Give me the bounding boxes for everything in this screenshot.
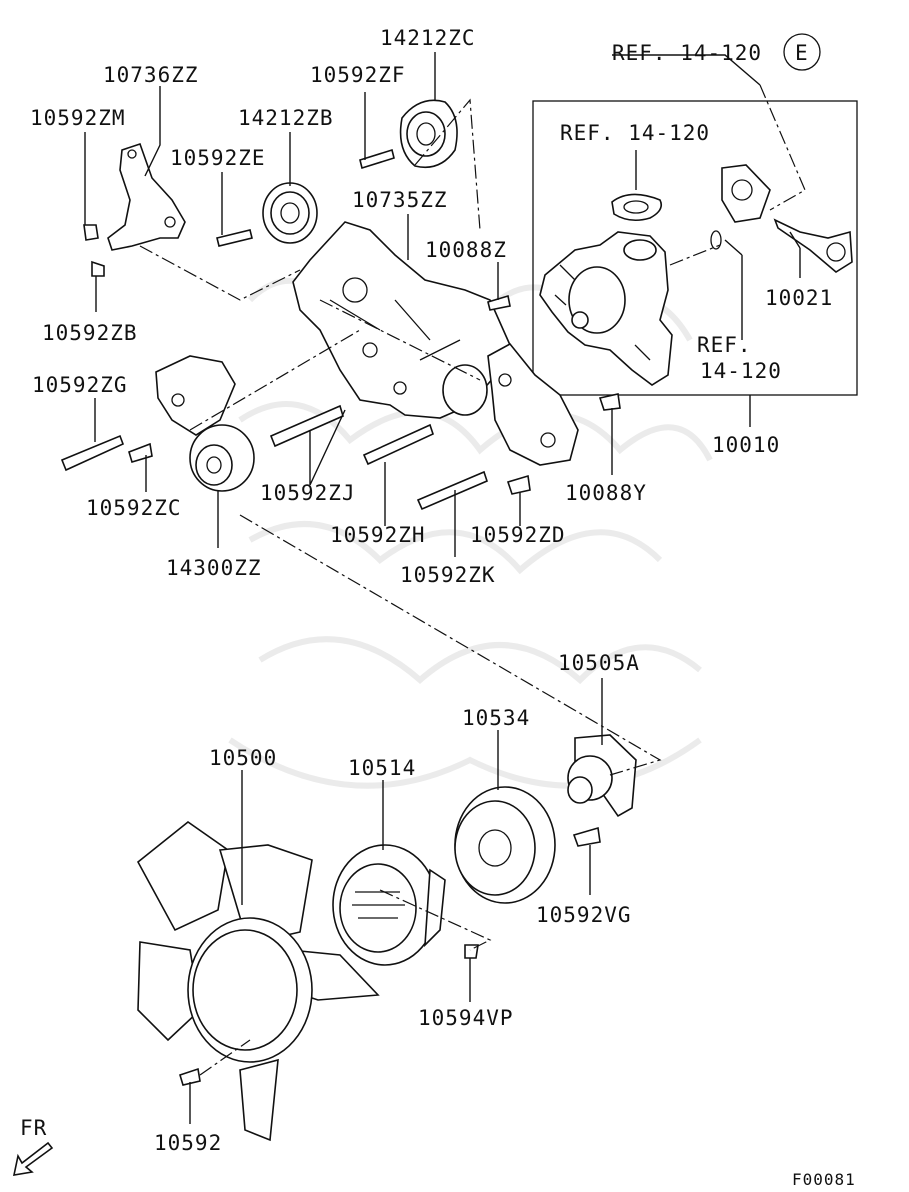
- ref-circle: [783, 33, 821, 71]
- label-14212zb: 14212ZB: [238, 106, 334, 130]
- bolt-10088y: [598, 393, 621, 411]
- bolt-10592zc-small: [128, 442, 153, 463]
- fan-clutch-10514: [332, 844, 446, 966]
- bracket-10736zz: [107, 142, 186, 251]
- bolt-10592ze: [216, 229, 253, 247]
- label-10735zz: 10735ZZ: [352, 188, 448, 212]
- label-10088y: 10088Y: [565, 481, 647, 505]
- pulley-10534: [454, 786, 556, 904]
- label-10592: 10592: [154, 1131, 222, 1155]
- label-14212zc: 14212ZC: [380, 26, 476, 50]
- label-10592zk: 10592ZK: [400, 563, 496, 587]
- bolt-10592zh: [362, 423, 434, 466]
- gasket-upper: [611, 193, 663, 222]
- coupling-housing-10505a: [567, 734, 637, 818]
- label-10592zf: 10592ZF: [310, 63, 406, 87]
- label-14300zz: 14300ZZ: [166, 556, 262, 580]
- fan-10500: [136, 821, 380, 1142]
- bolt-10592zg: [60, 434, 125, 472]
- alignment-lines: [139, 84, 806, 1076]
- label-10592zj: 10592ZJ: [260, 481, 356, 505]
- leader-lines: [84, 52, 801, 1124]
- water-pipe-gasket: [773, 218, 853, 273]
- front-direction-indicator: FR: [12, 1116, 54, 1176]
- label-10021: 10021: [765, 286, 833, 310]
- label-ref-top: REF. 14-120: [612, 41, 762, 65]
- label-10500: 10500: [209, 746, 277, 770]
- label-ref-circle-letter: E: [795, 41, 809, 65]
- label-ref-inner-2-line1: REF.: [697, 333, 752, 357]
- gasket-thermostat: [721, 164, 771, 223]
- label-10514: 10514: [348, 756, 416, 780]
- part-labels: REF. 14-120 E 14212ZC 10736ZZ 10592ZF 10…: [30, 26, 833, 1155]
- nut-10592zm: [83, 224, 99, 241]
- bolt-10592zb: [91, 260, 105, 277]
- label-fr: FR: [20, 1116, 47, 1140]
- label-10592zc: 10592ZC: [86, 496, 182, 520]
- label-10505a: 10505A: [558, 651, 640, 675]
- bolt-10592zj: [269, 404, 344, 448]
- bolt-10592: [179, 1067, 201, 1086]
- label-10592zb: 10592ZB: [42, 321, 138, 345]
- label-10594vp: 10594VP: [418, 1006, 514, 1030]
- front-arrow-icon: [12, 1141, 54, 1176]
- water-pump: [539, 231, 673, 386]
- idler-pulley-14212zb: [262, 182, 318, 244]
- label-10534: 10534: [462, 706, 530, 730]
- bracket-rear: [487, 342, 579, 466]
- tensioner-pulley-14300zz: [189, 424, 255, 492]
- label-10592zh: 10592ZH: [330, 523, 426, 547]
- label-ref-inner-2-line2: 14-120: [700, 359, 782, 383]
- bolt-10592vg: [572, 826, 601, 847]
- label-10736zz: 10736ZZ: [103, 63, 199, 87]
- label-10088z: 10088Z: [425, 238, 507, 262]
- bolt-10592zf: [359, 148, 395, 170]
- diagram-code: F00081: [792, 1170, 856, 1187]
- idler-pulley-14212zc: [399, 99, 458, 169]
- tensioner-bracket: [155, 355, 236, 436]
- o-ring: [710, 230, 722, 250]
- label-10592zg: 10592ZG: [32, 373, 128, 397]
- bolt-10592zd: [506, 474, 531, 495]
- label-10010: 10010: [712, 433, 780, 457]
- water-pump-assembly-box: [532, 100, 858, 396]
- label-10592zm: 10592ZM: [30, 106, 126, 130]
- label-ref-inner-1: REF. 14-120: [560, 121, 710, 145]
- bracket-10735zz: [292, 221, 511, 419]
- label-10592ze: 10592ZE: [170, 146, 266, 170]
- bolt-10592zk: [416, 470, 488, 511]
- bolt-10088z: [487, 294, 511, 311]
- label-10592vg: 10592VG: [536, 903, 632, 927]
- label-10592zd: 10592ZD: [470, 523, 566, 547]
